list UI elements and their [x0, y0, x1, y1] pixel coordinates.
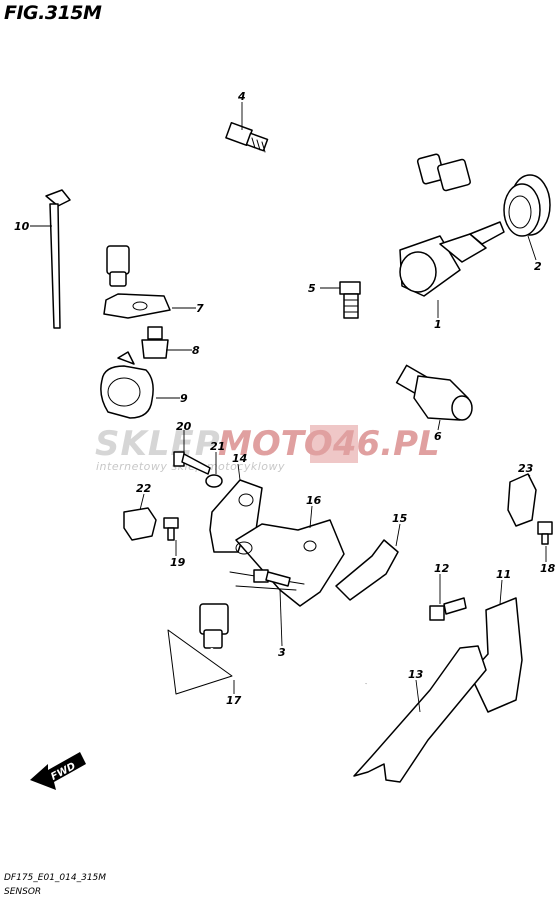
part-22-clip — [123, 507, 157, 541]
part-6-pressure-switch — [395, 364, 473, 421]
callout-11: 11 — [496, 568, 511, 581]
part-12-screw — [429, 597, 467, 621]
callout-8: 8 — [192, 344, 200, 357]
callout-5: 5 — [308, 282, 316, 295]
callout-23: 23 — [518, 462, 534, 475]
part-15-link — [335, 539, 399, 601]
part-19-screw — [163, 517, 179, 541]
callout-15: 15 — [392, 512, 408, 525]
part-17-harness — [167, 603, 368, 702]
callout-leaders — [30, 102, 547, 713]
callout-9: 9 — [180, 392, 188, 405]
figure-code: DF175_E01_014_315M — [4, 873, 106, 883]
part-18-screw — [537, 521, 553, 545]
part-13-lever — [353, 645, 487, 783]
callout-12: 12 — [434, 562, 450, 575]
callout-21: 21 — [210, 440, 225, 453]
part-20-bolt — [173, 451, 211, 475]
callout-1: 1 — [434, 318, 442, 331]
part-2-cap — [503, 174, 551, 237]
part-9-clamp — [100, 351, 154, 419]
fwd-arrow: FWD — [30, 752, 86, 790]
part-4-temperature-sensor — [106, 106, 269, 287]
callout-19: 19 — [170, 556, 186, 569]
callout-17: 17 — [226, 694, 242, 707]
part-23-clip — [507, 473, 537, 527]
callout-16: 16 — [306, 494, 322, 507]
part-21-washer — [205, 474, 223, 488]
watermark: SKLEP MOTO46.PL internetowy sklep motocy… — [95, 424, 440, 473]
callout-4: 4 — [237, 90, 246, 103]
part-11-bracket — [469, 597, 523, 713]
callout-13: 13 — [408, 668, 424, 681]
part-10-cable-tie — [45, 189, 71, 329]
watermark-brand-right: MOTO46.PL — [218, 424, 440, 464]
figure-title: FIG.315M — [4, 2, 102, 24]
callout-18: 18 — [540, 562, 556, 575]
callout-22: 22 — [136, 482, 152, 495]
part-7-plate — [103, 293, 171, 319]
callout-3: 3 — [278, 646, 286, 659]
callout-6: 6 — [434, 430, 442, 443]
callouts: 4 10 7 8 9 5 1 2 6 20 21 14 22 19 16 15 … — [14, 90, 556, 707]
part-8-bolt — [141, 326, 169, 359]
callout-14: 14 — [232, 452, 247, 465]
part-3-screw — [253, 569, 291, 587]
watermark-badge — [310, 425, 358, 463]
watermark-brand-left: SKLEP — [95, 424, 221, 464]
callout-10: 10 — [14, 220, 30, 233]
figure-name: SENSOR — [4, 887, 41, 897]
callout-7: 7 — [196, 302, 204, 315]
part-1-sensor — [348, 146, 505, 306]
part-16-bracket — [229, 519, 345, 607]
callout-2: 2 — [534, 260, 542, 273]
callout-20: 20 — [176, 420, 192, 433]
part-5-fitting — [339, 281, 361, 319]
